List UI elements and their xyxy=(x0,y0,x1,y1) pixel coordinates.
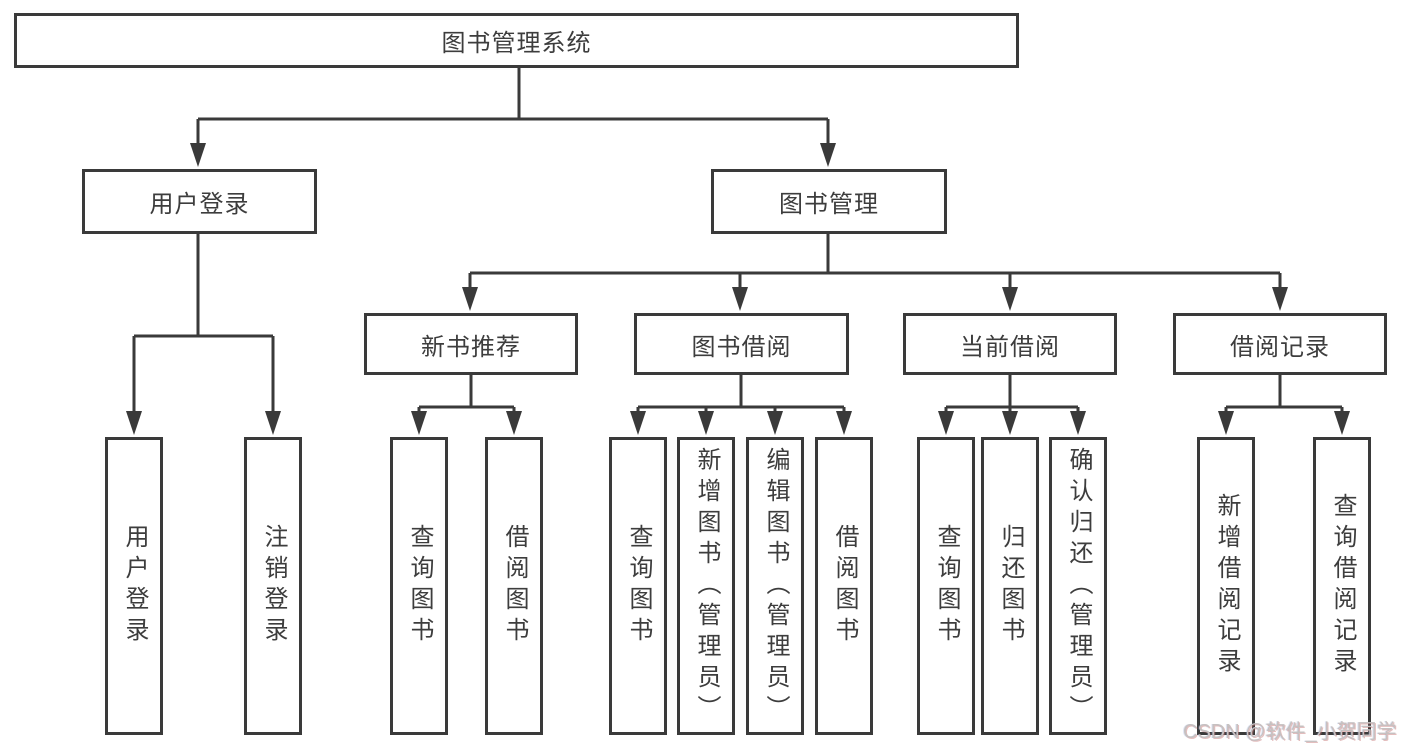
node-leaf-borrow-books-2: 借阅图书 xyxy=(815,437,873,735)
node-current-borrowing: 当前借阅 xyxy=(903,313,1117,375)
node-leaf-confirm-return-admin: 确认归还（管理员） xyxy=(1049,437,1107,735)
node-leaf-query-borrow-record: 查询借阅记录 xyxy=(1313,437,1371,735)
node-book-management: 图书管理 xyxy=(711,169,947,234)
node-leaf-query-books-3: 查询图书 xyxy=(917,437,975,735)
node-leaf-query-books-2: 查询图书 xyxy=(609,437,667,735)
node-leaf-logout: 注销登录 xyxy=(244,437,302,735)
csdn-watermark: CSDN @软件_小贺同学 xyxy=(1183,721,1397,743)
node-root-system: 图书管理系统 xyxy=(14,13,1019,68)
node-leaf-add-borrow-record: 新增借阅记录 xyxy=(1197,437,1255,735)
node-leaf-user-login: 用户登录 xyxy=(105,437,163,735)
node-leaf-return-books: 归还图书 xyxy=(981,437,1039,735)
node-user-login: 用户登录 xyxy=(82,169,317,234)
node-leaf-edit-books-admin: 编辑图书（管理员） xyxy=(746,437,804,735)
node-book-borrowing: 图书借阅 xyxy=(634,313,849,375)
node-leaf-borrow-books-1: 借阅图书 xyxy=(485,437,543,735)
node-borrowing-records: 借阅记录 xyxy=(1173,313,1387,375)
node-leaf-add-books-admin: 新增图书（管理员） xyxy=(677,437,735,735)
node-new-book-recommend: 新书推荐 xyxy=(364,313,578,375)
node-leaf-query-books-1: 查询图书 xyxy=(390,437,448,735)
